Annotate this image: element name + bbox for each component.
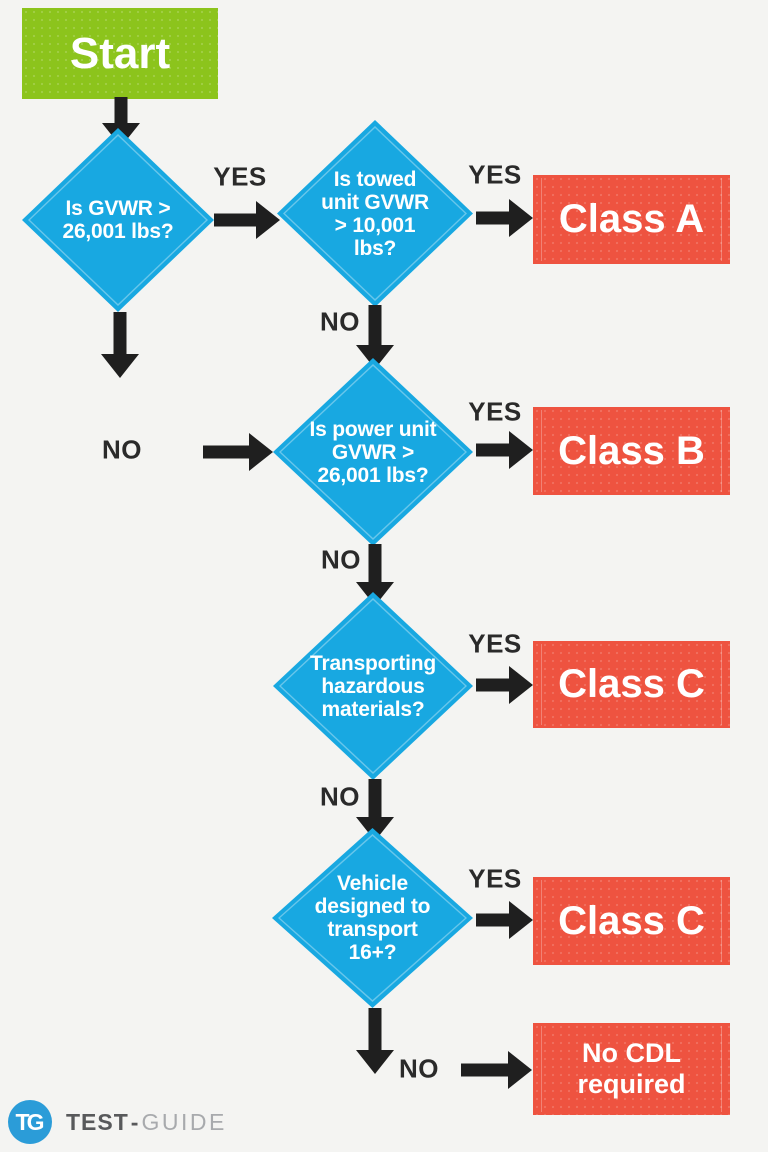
edge-label-no: NO: [320, 306, 360, 337]
brand-word-test: TEST: [66, 1108, 129, 1135]
edge-label-yes: YES: [468, 159, 522, 190]
arrow-no-to-power-unit: [203, 432, 273, 472]
brand-logo: TG TEST-GUIDE: [8, 1100, 227, 1144]
result-class-a: Class A: [533, 175, 730, 264]
decision-text-line: 16+?: [348, 941, 397, 964]
arrow-head: [356, 1050, 394, 1074]
arrow-passengers-no-down: [355, 1008, 395, 1074]
brand-word-guide: GUIDE: [141, 1108, 227, 1135]
edge-label-yes: YES: [468, 396, 522, 427]
result-no-cdl-required: No CDL required: [533, 1023, 730, 1115]
arrow-head: [256, 201, 280, 239]
decision-text-line: hazardous: [321, 674, 425, 698]
arrow-passengers-yes-to-class-c: [476, 900, 533, 940]
arrow-power-yes-to-class-b: [476, 430, 533, 470]
result-class-c-passengers: Class C: [533, 877, 730, 965]
decision-text-line: unit GVWR: [321, 190, 429, 214]
arrow-shaft: [461, 1063, 510, 1077]
decision-power-unit-gvwr: Is power unit GVWR > 26,001 lbs?: [273, 358, 473, 546]
brand-separator: -: [130, 1108, 140, 1135]
arrow-gvwr-no-down: [100, 312, 140, 378]
decision-towed-unit-gvwr: Is towed unit GVWR > 10,001 lbs?: [277, 120, 473, 307]
decision-text-line: Transporting: [310, 651, 436, 675]
arrow-shaft: [368, 305, 382, 347]
decision-text-line: designed to: [314, 895, 431, 918]
decision-text-line: Is towed: [333, 167, 417, 191]
arrow-head: [101, 354, 139, 378]
arrow-gvwr-yes-to-towed: [214, 200, 280, 240]
result-label: Class B: [558, 428, 705, 473]
decision-text-line: 26,001 lbs?: [62, 220, 174, 243]
decision-text-line: materials?: [321, 697, 425, 721]
arrow-head: [509, 431, 533, 469]
result-class-c-hazmat: Class C: [533, 641, 730, 728]
decision-text-line: > 10,001: [334, 213, 416, 237]
result-label-line: No CDL: [582, 1038, 681, 1068]
edge-label-no: NO: [399, 1053, 439, 1084]
logo-monogram: TG: [15, 1108, 45, 1135]
arrow-towed-yes-to-class-a: [476, 198, 533, 238]
arrow-shaft: [476, 913, 511, 927]
edge-label-no: NO: [320, 781, 360, 812]
arrow-head: [509, 666, 533, 704]
arrow-shaft: [113, 312, 127, 356]
decision-text: Vehicle designed to transport 16+?: [272, 828, 473, 1008]
edge-label-yes: YES: [213, 161, 267, 192]
decision-text: Is power unit GVWR > 26,001 lbs?: [273, 358, 473, 546]
decision-text-line: Is GVWR >: [65, 197, 171, 220]
edge-label-yes: YES: [468, 863, 522, 894]
arrow-head: [509, 901, 533, 939]
arrow-hazmat-yes-to-class-c: [476, 665, 533, 705]
arrow-shaft: [214, 213, 258, 227]
brand-wordmark: TEST-GUIDE: [66, 1109, 227, 1136]
arrow-shaft: [368, 779, 382, 819]
decision-gvwr-26001: Is GVWR > 26,001 lbs?: [22, 128, 214, 312]
decision-text-line: GVWR >: [331, 440, 415, 464]
arrow-shaft: [114, 97, 128, 125]
result-label: Class C: [558, 898, 705, 943]
edge-label-yes: YES: [468, 628, 522, 659]
edge-label-no: NO: [321, 544, 361, 575]
arrow-towed-no-to-power-unit: [355, 305, 395, 369]
decision-text: Transporting hazardous materials?: [273, 592, 473, 780]
arrow-shaft: [203, 445, 251, 459]
edge-label-no: NO: [102, 434, 142, 465]
arrow-shaft: [368, 1008, 382, 1052]
decision-text: Is towed unit GVWR > 10,001 lbs?: [277, 120, 473, 307]
decision-text-line: Vehicle: [337, 872, 408, 895]
decision-text-line: Is power unit: [309, 417, 437, 441]
arrow-shaft: [368, 544, 382, 584]
start-label: Start: [69, 28, 171, 78]
test-guide-logo-icon: TG: [8, 1100, 52, 1144]
result-class-b: Class B: [533, 407, 730, 495]
arrow-head: [509, 199, 533, 237]
arrow-head: [508, 1051, 532, 1089]
result-label: Class C: [558, 662, 705, 706]
arrow-shaft: [476, 678, 511, 692]
result-label-line: required: [577, 1069, 686, 1099]
decision-text-line: 26,001 lbs?: [317, 463, 429, 487]
decision-text-line: lbs?: [353, 236, 397, 260]
decision-text-line: transport: [327, 918, 418, 941]
start-node: Start: [22, 8, 218, 99]
arrow-shaft: [476, 443, 511, 457]
arrow-no-to-no-cdl: [461, 1050, 532, 1090]
decision-text: Is GVWR > 26,001 lbs?: [22, 128, 214, 312]
decision-hazardous-materials: Transporting hazardous materials?: [273, 592, 473, 780]
result-label: Class A: [558, 197, 705, 241]
arrow-shaft: [476, 211, 511, 225]
arrow-head: [249, 433, 273, 471]
decision-transport-16-plus: Vehicle designed to transport 16+?: [272, 828, 473, 1008]
